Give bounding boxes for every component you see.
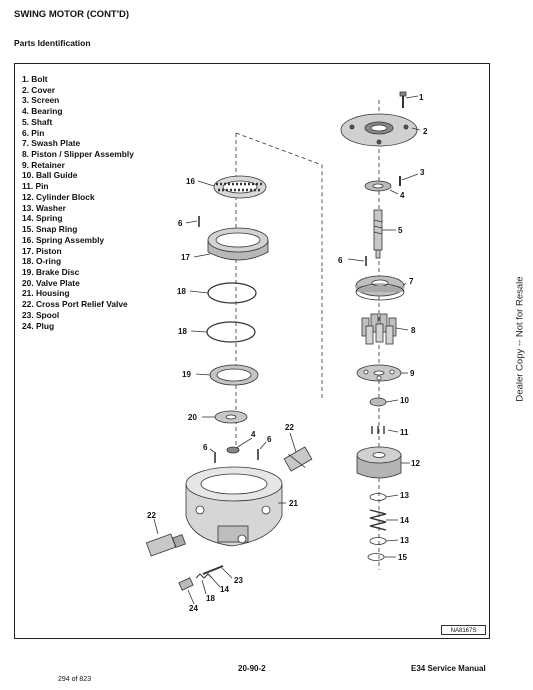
pin-part	[371, 426, 385, 434]
piston-slipper-assembly-part	[361, 313, 397, 345]
callout-label: 13	[400, 536, 409, 545]
callout-label: 12	[411, 459, 420, 468]
parts-list-item: 4. Bearing	[22, 106, 63, 117]
callout-label: 8	[411, 326, 416, 335]
housing-part	[185, 466, 283, 547]
spring-part	[369, 509, 387, 531]
parts-list-item: 8. Piston / Slipper Assembly	[22, 149, 134, 160]
relief-valve-part	[145, 533, 186, 557]
parts-list-item: 14. Spring	[22, 213, 63, 224]
callout-label: 19	[182, 370, 191, 379]
parts-list-item: 23. Spool	[22, 309, 60, 320]
callout-label: 18	[178, 327, 187, 336]
plug-part	[178, 577, 194, 591]
parts-list-item: 18. O-ring	[22, 256, 62, 267]
callout-label: 22	[147, 511, 156, 520]
callout-label: 13	[400, 491, 409, 500]
parts-list-item: 17. Piston	[22, 245, 62, 256]
parts-list-item: 5. Shaft	[22, 116, 53, 127]
callout-label: 14	[220, 585, 229, 594]
callout-label: 5	[398, 226, 403, 235]
cylinder-block-part	[356, 446, 402, 479]
parts-list-item: 16. Spring Assembly	[22, 234, 105, 245]
dealer-copy-watermark: Dealer Copy -- Not for Resale	[512, 264, 528, 414]
parts-list-item: 6. Pin	[22, 127, 45, 138]
bearing-part	[364, 180, 392, 192]
retainer-part	[356, 364, 402, 382]
cover-part	[340, 113, 418, 147]
callout-label: 10	[400, 396, 409, 405]
callout-label: 18	[177, 287, 186, 296]
callout-label: 15	[398, 553, 407, 562]
callout-label: 9	[410, 369, 415, 378]
callout-label: 16	[186, 177, 195, 186]
parts-list: 1. Bolt 2. Cover 3. Screen 4. Bearing 5.…	[22, 74, 134, 331]
callout-label: 18	[206, 594, 215, 603]
washer-part	[369, 537, 387, 545]
parts-list-item: 24. Plug	[22, 320, 55, 331]
parts-list-item: 7. Swash Plate	[22, 138, 81, 149]
parts-list-item: 2. Cover	[22, 84, 56, 95]
callout-label: 17	[181, 253, 190, 262]
snap-ring-part	[367, 553, 385, 561]
callout-label: 1	[419, 93, 424, 102]
parts-list-item: 15. Snap Ring	[22, 224, 78, 235]
o-ring-part	[207, 282, 257, 304]
manual-name: E34 Service Manual	[411, 664, 486, 673]
watermark-text: Dealer Copy -- Not for Resale	[514, 276, 526, 402]
washer-part	[369, 493, 387, 501]
ball-guide-part	[369, 397, 387, 407]
page-reference: 20-90-2	[238, 664, 266, 673]
relief-valve-part	[283, 446, 313, 472]
parts-list-item: 11. Pin	[22, 181, 49, 192]
spring-assembly-part	[213, 175, 267, 199]
swash-plate-part	[355, 275, 405, 301]
callout-label: 3	[420, 168, 425, 177]
parts-list-item: 9. Retainer	[22, 159, 65, 170]
shaft-part	[373, 209, 383, 259]
callout-label: 21	[289, 499, 298, 508]
brake-disc-part	[209, 364, 259, 386]
callout-label: 6	[267, 435, 272, 444]
callout-label: 20	[188, 413, 197, 422]
figure-id-label: NA8167S	[441, 625, 486, 635]
valve-plate-part	[214, 410, 248, 424]
section-title: SWING MOTOR (CONT'D)	[14, 9, 130, 20]
parts-list-item: 13. Washer	[22, 202, 66, 213]
section-subtitle: Parts Identification	[14, 38, 91, 48]
parts-list-item: 21. Housing	[22, 288, 70, 299]
spring-part	[195, 573, 213, 579]
figure-frame	[14, 63, 490, 639]
page-count: 294 of 823	[58, 676, 92, 683]
callout-label: 4	[251, 430, 256, 439]
callout-label: 11	[400, 428, 409, 437]
spool-part	[202, 565, 224, 575]
parts-list-item: 19. Brake Disc	[22, 266, 80, 277]
callout-label: 4	[400, 191, 405, 200]
bearing-part	[226, 446, 240, 454]
callout-label: 14	[400, 516, 409, 525]
callout-label: 6	[178, 219, 183, 228]
callout-label: 6	[338, 256, 343, 265]
callout-label: 6	[203, 443, 208, 452]
parts-list-item: 22. Cross Port Relief Valve	[22, 299, 128, 310]
callout-label: 23	[234, 576, 243, 585]
o-ring-part	[206, 321, 256, 343]
parts-list-item: 20. Valve Plate	[22, 277, 80, 288]
callout-label: 7	[409, 277, 414, 286]
piston-part	[207, 227, 269, 261]
callout-label: 2	[423, 127, 428, 136]
parts-list-item: 3. Screen	[22, 95, 60, 106]
parts-list-item: 1. Bolt	[22, 74, 48, 84]
parts-list-item: 10. Ball Guide	[22, 170, 78, 181]
callout-label: 24	[189, 604, 198, 613]
callout-label: 22	[285, 423, 294, 432]
parts-list-item: 12. Cylinder Block	[22, 191, 95, 202]
bolt-part	[399, 91, 407, 108]
